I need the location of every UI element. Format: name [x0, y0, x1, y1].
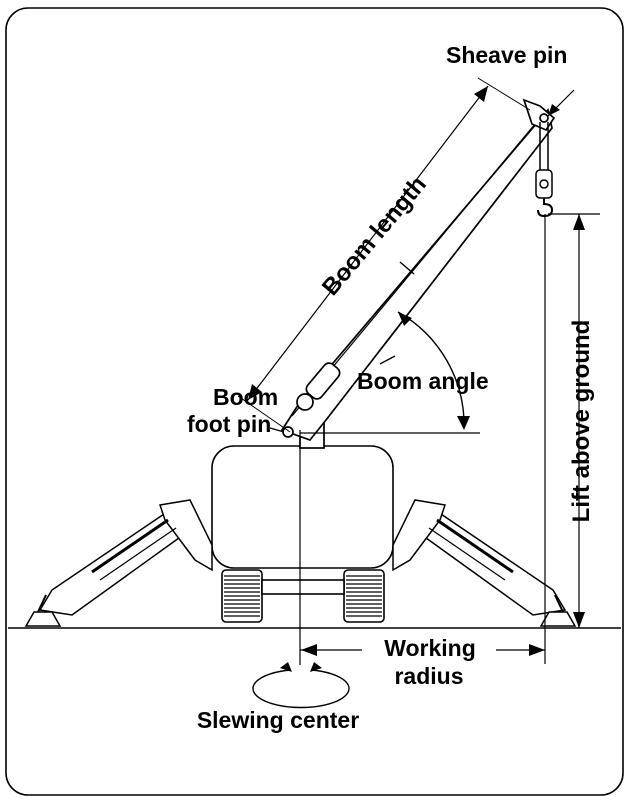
- slewing-arrow-right: [310, 662, 322, 672]
- working-radius-label-line1: Working: [384, 635, 476, 661]
- boom-length-dimension-line: [247, 85, 489, 401]
- left-foot-pad: [24, 611, 62, 627]
- track-treads: [224, 575, 382, 617]
- turret-body: [211, 445, 394, 569]
- slewing-ellipse: [252, 669, 350, 709]
- boom-angle-label: Boom angle: [357, 368, 489, 394]
- boom-length-arrow-bottom: [248, 384, 262, 400]
- boom-head: [522, 98, 556, 132]
- boom-foot-pin-leader: [269, 427, 285, 433]
- hook: [537, 198, 554, 218]
- left-outrigger-beam: [38, 509, 192, 616]
- lift-arrow-bottom: [573, 612, 585, 628]
- sheave-pin: [539, 113, 549, 123]
- sheave-pin-label: Sheave pin: [446, 42, 567, 68]
- undercarriage: [261, 579, 345, 595]
- right-foot-pad: [539, 611, 577, 627]
- lift-arrow-top: [573, 214, 585, 230]
- boom-length-arrow-top: [474, 86, 488, 102]
- right-outrigger-arm: [392, 499, 446, 572]
- boom-foot-pin-label-line2: foot pin: [187, 411, 271, 437]
- working-radius-arrow-left: [301, 644, 317, 656]
- slewing-arrow-left: [280, 662, 292, 672]
- right-cylinder: [436, 518, 514, 574]
- lift-above-ground-label: Lift above ground: [568, 320, 595, 523]
- left-outrigger: [24, 499, 213, 627]
- left-cylinder: [91, 518, 169, 574]
- working-radius-arrow-right: [529, 644, 545, 656]
- slewing-center-label: Slewing center: [197, 707, 359, 733]
- right-outrigger: [392, 499, 577, 627]
- boom: [280, 98, 556, 449]
- boom-angle-arc: [397, 311, 465, 429]
- left-outrigger-arm: [159, 499, 213, 572]
- frame-border: [5, 7, 624, 796]
- hook-block: [535, 122, 554, 218]
- boom-angle-arrow-bottom: [457, 416, 470, 430]
- boom-foot-pin-label-line1: Boom: [213, 384, 278, 410]
- boom-angle-arrow-top: [398, 312, 412, 326]
- working-radius-label-line2: radius: [394, 663, 463, 689]
- right-outrigger-beam: [413, 509, 567, 616]
